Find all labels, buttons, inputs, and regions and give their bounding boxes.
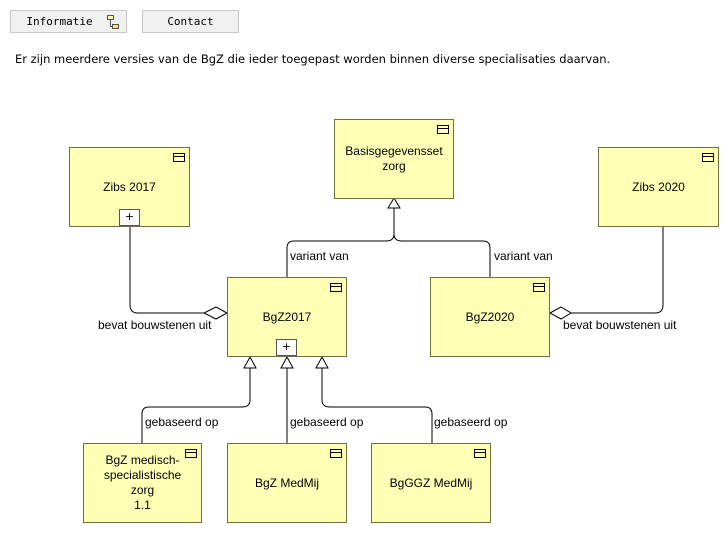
node-label: BgZ medisch- specialistische zorg 1.1 <box>103 453 182 512</box>
edge-label-gebaseerd-2: gebaseerd op <box>290 415 364 429</box>
node-zibs2020[interactable]: Zibs 2020 <box>598 147 719 227</box>
node-label: Zibs 2017 <box>103 179 156 194</box>
node-bgggz-medmij[interactable]: BgGGZ MedMij <box>371 443 491 523</box>
edge-medisch-gebaseerd <box>141 368 251 443</box>
object-structure-icon <box>107 15 119 29</box>
node-bgz-medisch[interactable]: BgZ medisch- specialistische zorg 1.1 <box>83 443 202 523</box>
specialization-arrowhead <box>387 197 401 209</box>
class-icon <box>173 153 185 162</box>
node-zibs2017[interactable]: Zibs 2017 <box>69 147 190 227</box>
edge-label-gebaseerd-3: gebaseerd op <box>434 415 508 429</box>
aggregation-diamond <box>202 306 229 320</box>
edge-bgz2020-zibs2020 <box>571 226 664 314</box>
class-icon <box>185 449 197 458</box>
informatie-button[interactable]: Informatie <box>10 10 127 33</box>
edge-label-bevat-right: bevat bouwstenen uit <box>563 318 677 332</box>
informatie-button-label: Informatie <box>26 15 93 28</box>
node-label: Zibs 2020 <box>632 179 685 194</box>
node-label: Basisgegevensset zorg <box>345 144 443 173</box>
node-label: BgZ2017 <box>262 309 312 324</box>
class-icon <box>533 283 545 292</box>
edge-bgz2017-variant <box>286 208 395 277</box>
node-label: BgZ MedMij <box>254 475 319 490</box>
class-icon <box>437 125 449 134</box>
edge-label-bevat-left: bevat bouwstenen uit <box>98 318 212 332</box>
edge-label-variant-right: variant van <box>494 249 553 263</box>
specialization-arrowhead <box>315 355 329 369</box>
node-bgz-medmij[interactable]: BgZ MedMij <box>227 443 347 523</box>
node-basisgegevensset[interactable]: Basisgegevensset zorg <box>334 119 454 199</box>
edge-label-variant-left: variant van <box>290 249 349 263</box>
node-label: BgGGZ MedMij <box>389 475 473 490</box>
class-icon <box>702 153 714 162</box>
specialization-arrowhead <box>243 355 257 369</box>
specialization-arrowhead <box>280 355 294 369</box>
class-icon <box>474 449 486 458</box>
edge-bgggz-gebaseerd <box>321 368 433 443</box>
edge-bgz2017-zibs2017 <box>129 226 204 314</box>
contact-button[interactable]: Contact <box>142 10 239 33</box>
edge-bgz2020-variant <box>393 208 491 277</box>
class-icon <box>330 283 342 292</box>
contact-button-label: Contact <box>167 15 214 28</box>
class-icon <box>330 449 342 458</box>
edge-label-gebaseerd-1: gebaseerd op <box>145 415 219 429</box>
node-bgz2020[interactable]: BgZ2020 <box>430 277 550 357</box>
aggregation-diamond <box>548 306 572 320</box>
intro-text: Er zijn meerdere versies van de BgZ die … <box>15 52 611 66</box>
expand-bgz2017-button[interactable]: + <box>276 339 297 356</box>
node-label: BgZ2020 <box>465 309 515 324</box>
expand-zibs2017-button[interactable]: + <box>119 209 140 226</box>
